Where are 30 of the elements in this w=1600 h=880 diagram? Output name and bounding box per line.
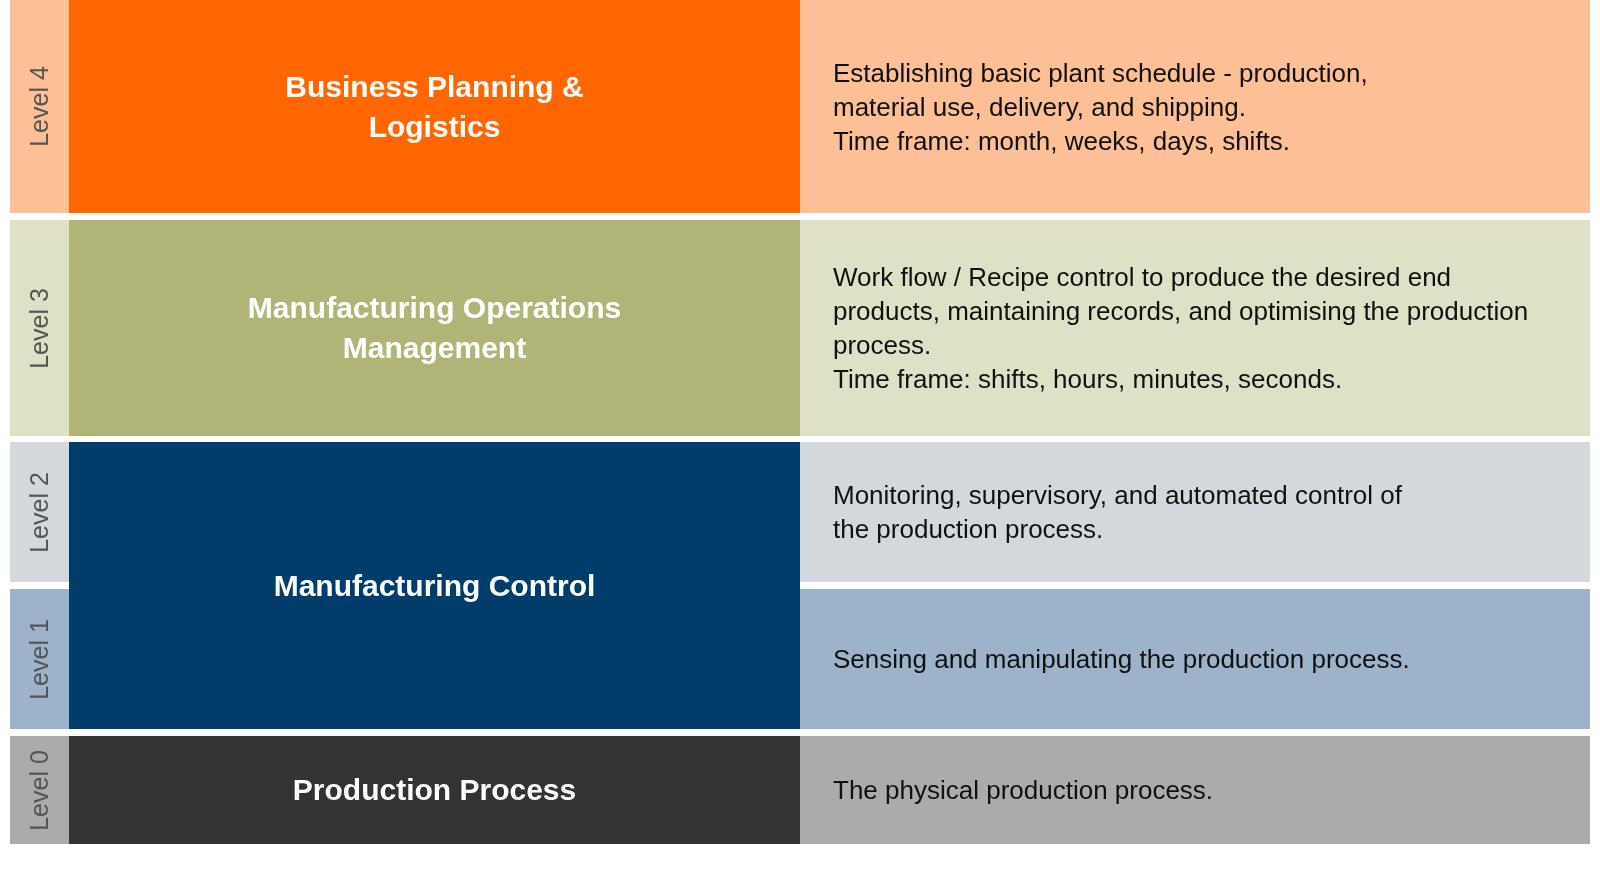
description-text: Work flow / Recipe control to produce the desired end products, maintaining records, and optimising the production process. bbox=[833, 261, 1530, 362]
level-label: Level 2 bbox=[25, 471, 54, 553]
level-title-box bbox=[69, 0, 800, 213]
level-band bbox=[10, 442, 69, 582]
level-title: Production Process bbox=[292, 772, 577, 808]
description-box bbox=[800, 0, 1590, 213]
level-label: Level 3 bbox=[25, 287, 54, 369]
level-label: Level 0 bbox=[25, 749, 54, 831]
level-band bbox=[10, 220, 69, 436]
level-band bbox=[10, 589, 69, 729]
level-title: Business Planning & Logistics bbox=[284, 68, 585, 145]
level-title: Manufacturing Control bbox=[273, 567, 596, 604]
level-label: Level 1 bbox=[25, 618, 54, 700]
level-title-box bbox=[69, 736, 800, 844]
description-box bbox=[800, 442, 1590, 582]
description-box bbox=[800, 589, 1590, 729]
level-band bbox=[10, 736, 69, 844]
description-text: Sensing and manipulating the production process. bbox=[833, 643, 1411, 676]
description-text: The physical production process. bbox=[833, 774, 1215, 807]
description-box bbox=[800, 736, 1590, 844]
level-label: Level 4 bbox=[25, 66, 54, 147]
description-box bbox=[800, 220, 1590, 436]
description-text: Time frame: shifts, hours, minutes, seconds. bbox=[833, 363, 1344, 396]
description-text: Monitoring, supervisory, and automated control of the production process. bbox=[833, 479, 1403, 546]
description-text: Establishing basic plant schedule - production, material use, delivery, and shipping. bbox=[833, 56, 1369, 124]
description-text: Time frame: month, weeks, days, shifts. bbox=[833, 124, 1292, 158]
level-title-box bbox=[69, 220, 800, 436]
level-band bbox=[10, 0, 69, 213]
level-title: Manufacturing Operations Management bbox=[246, 290, 623, 366]
level-title-box bbox=[69, 442, 800, 729]
